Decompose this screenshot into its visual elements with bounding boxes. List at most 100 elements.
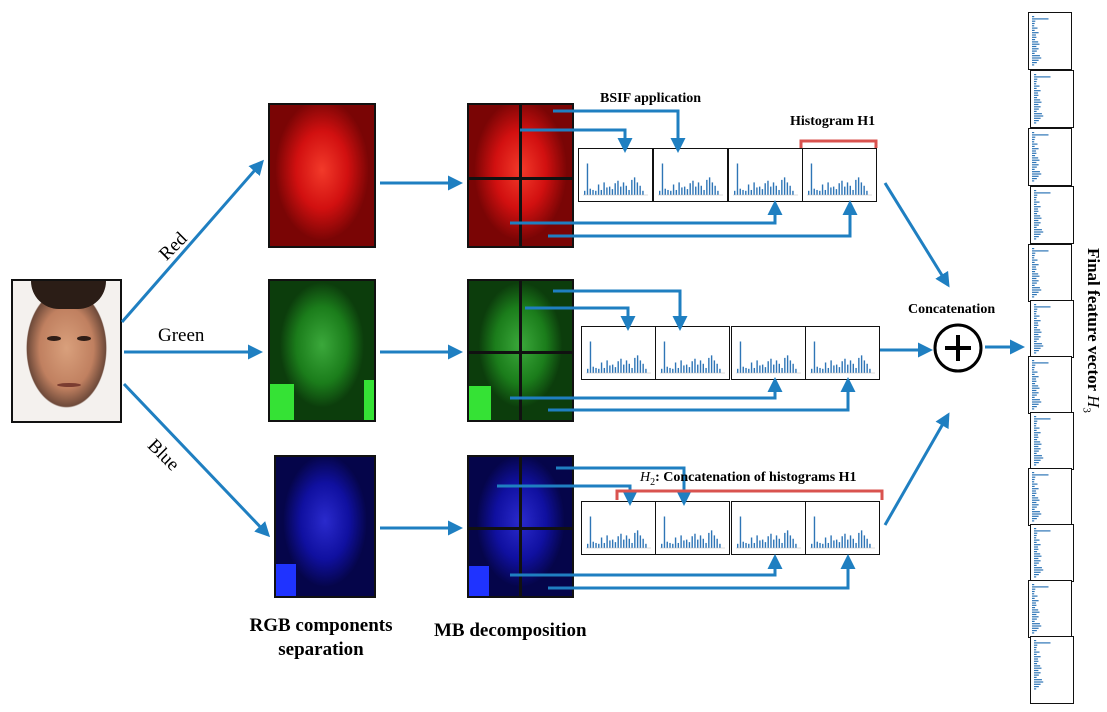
- histogram-bar: [691, 536, 693, 548]
- vector-bar: [1032, 495, 1036, 497]
- histogram-bar: [841, 361, 843, 373]
- final-feature-vector-label: Final feature vector H3: [1081, 248, 1103, 413]
- histogram-bar: [860, 182, 863, 195]
- vector-bar: [1034, 560, 1041, 562]
- histogram-bar: [767, 180, 769, 195]
- histogram-box: [655, 326, 730, 380]
- histogram-bar: [824, 537, 827, 548]
- histogram-bar: [598, 543, 600, 548]
- arrow-blue-block3: [510, 554, 783, 577]
- feature-vector-segment: [1028, 244, 1072, 302]
- vector-histogram: [1034, 416, 1051, 466]
- vector-bar: [1034, 459, 1041, 461]
- vector-bar: [1032, 148, 1039, 150]
- histogram-bar: [795, 368, 797, 373]
- histogram-bar: [795, 543, 797, 548]
- vector-bar: [1032, 506, 1037, 508]
- histogram-bar: [835, 364, 838, 373]
- histogram-bar: [778, 363, 780, 373]
- histogram-plot: [586, 516, 651, 549]
- vector-bar: [1032, 18, 1049, 20]
- vector-bar: [1032, 364, 1036, 366]
- vector-bar: [1034, 226, 1037, 228]
- histogram-bar: [838, 367, 841, 373]
- histogram-bar: [711, 182, 714, 195]
- vector-bar: [1032, 607, 1036, 609]
- vector-bar: [1032, 138, 1035, 141]
- vector-histogram: [1034, 74, 1051, 124]
- vector-bar: [1034, 317, 1037, 319]
- channel-label-green: Green: [158, 325, 205, 346]
- histogram-bar: [603, 542, 606, 548]
- histogram-bar: [636, 182, 639, 195]
- vector-bar: [1034, 574, 1039, 576]
- arrow-red-block4: [548, 200, 858, 238]
- histogram-plot: [658, 163, 723, 196]
- vector-bar: [1034, 106, 1041, 108]
- vector-bar: [1034, 644, 1038, 646]
- histogram-bar: [792, 363, 794, 373]
- vector-bar: [1032, 584, 1035, 586]
- histogram-bar: [773, 364, 775, 373]
- histogram-bar: [841, 536, 843, 548]
- histogram-bar: [620, 358, 622, 373]
- vector-bar: [1034, 219, 1039, 222]
- histogram-bar: [773, 539, 775, 548]
- histogram-box: [731, 326, 806, 380]
- histogram-bar: [835, 189, 838, 195]
- histogram-bar: [822, 543, 824, 548]
- histogram-bar: [745, 190, 747, 195]
- histogram-bar: [688, 542, 691, 548]
- vector-bar: [1032, 173, 1042, 175]
- vector-bar: [1032, 392, 1039, 394]
- mb-divider-horizontal: [469, 527, 572, 530]
- histogram-bar: [822, 368, 824, 373]
- vector-bar: [1032, 64, 1035, 66]
- vector-bar: [1032, 369, 1035, 371]
- histogram-plot: [583, 163, 648, 196]
- vector-histogram: [1034, 528, 1051, 578]
- histogram-bar: [750, 189, 753, 195]
- vector-bar: [1034, 425, 1037, 427]
- vector-bar: [1032, 518, 1037, 520]
- histogram-bar: [670, 190, 672, 195]
- vector-bar: [1032, 55, 1040, 57]
- histogram-bar: [617, 536, 619, 548]
- histogram-bar: [694, 533, 696, 548]
- arrow-red-block2: [553, 109, 686, 153]
- histogram-bar: [789, 535, 792, 548]
- vector-bar: [1032, 396, 1035, 398]
- vector-bar: [1034, 416, 1037, 418]
- histogram-box: [728, 148, 803, 202]
- histogram-plot: [586, 341, 651, 374]
- histogram-bar: [761, 364, 764, 373]
- h2-text: : Concatenation of histograms H1: [655, 470, 857, 485]
- vector-bar: [1034, 686, 1039, 688]
- vector-bar: [1034, 99, 1041, 101]
- vector-bar: [1034, 233, 1041, 235]
- histogram-bar: [792, 190, 794, 195]
- vector-bar: [1032, 259, 1038, 261]
- vector-bar: [1034, 92, 1038, 94]
- histogram-bar: [710, 530, 713, 548]
- vector-bar: [1032, 257, 1035, 259]
- histogram-bar: [620, 533, 622, 548]
- vector-bar: [1034, 194, 1038, 196]
- histogram-bar: [645, 368, 647, 373]
- histogram-bar: [775, 360, 778, 373]
- vector-bar: [1034, 236, 1039, 238]
- histogram-bar: [847, 539, 849, 548]
- histogram-bar: [620, 186, 622, 195]
- feature-vector-segment: [1030, 70, 1074, 128]
- vector-bar: [1034, 546, 1038, 548]
- vector-bar: [1034, 640, 1037, 642]
- histogram-bar: [589, 341, 592, 373]
- vector-bar: [1034, 532, 1038, 534]
- histogram-bar: [827, 542, 830, 548]
- vector-bar: [1032, 481, 1035, 483]
- vector-bar: [1034, 340, 1037, 342]
- vector-bar: [1032, 277, 1037, 280]
- vector-bar: [1034, 101, 1042, 103]
- histogram-bar: [669, 367, 671, 373]
- vector-bar: [1032, 623, 1040, 625]
